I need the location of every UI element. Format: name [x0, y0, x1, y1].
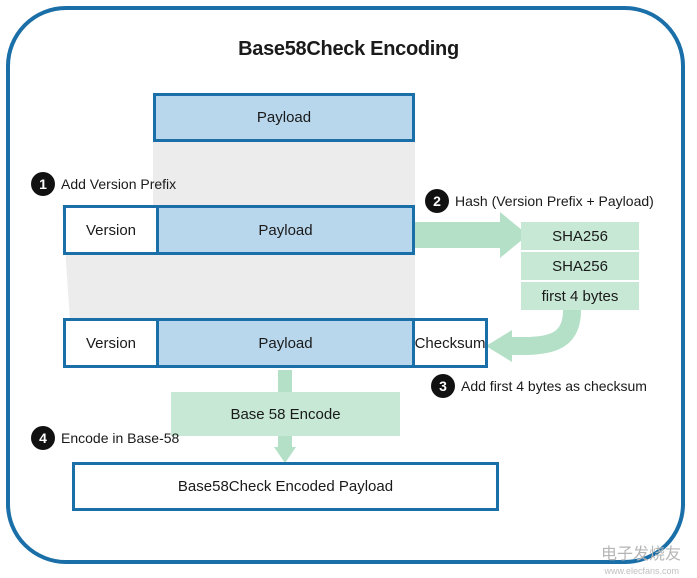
step-number-badge: 3 [431, 374, 455, 398]
version-box-2: Version [63, 318, 159, 368]
payload-box-top: Payload [153, 93, 415, 142]
version-box-1: Version [63, 205, 159, 255]
sha256-box-2: SHA256 [521, 252, 639, 280]
checksum-arrow [510, 309, 581, 355]
sha256-box-1: SHA256 [521, 222, 639, 250]
watermark-url: www.elecfans.com [604, 566, 679, 576]
diagram-title: Base58Check Encoding [238, 38, 459, 60]
encode-arrowhead [274, 447, 296, 463]
step-number-badge: 1 [31, 172, 55, 196]
base58-encode-box: Base 58 Encode [171, 392, 400, 436]
step-number-badge: 2 [425, 189, 449, 213]
payload-box-2: Payload [156, 318, 415, 368]
diagram-frame [6, 6, 685, 564]
step-label: Add Version Prefix [61, 176, 177, 192]
step-label: Add first 4 bytes as checksum [461, 378, 647, 394]
step-label: Hash (Version Prefix + Payload) [455, 193, 654, 209]
hash-arrow [415, 212, 528, 258]
step-3: 3 Add first 4 bytes as checksum [431, 374, 647, 398]
step-label: Encode in Base-58 [61, 430, 180, 446]
encoded-result-box: Base58Check Encoded Payload [72, 462, 499, 511]
step-2: 2 Hash (Version Prefix + Payload) [425, 189, 654, 213]
watermark: 电子发烧友 [601, 540, 681, 564]
checksum-box: Checksum [412, 318, 488, 368]
checksum-arrowhead [486, 330, 512, 362]
step-4: 4 Encode in Base-58 [31, 426, 179, 450]
first-4-bytes-box: first 4 bytes [521, 282, 639, 310]
step-number-badge: 4 [31, 426, 55, 450]
payload-box-1: Payload [156, 205, 415, 255]
step-1: 1 Add Version Prefix [31, 172, 176, 196]
watermark-text: 电子发烧友 [600, 546, 681, 563]
